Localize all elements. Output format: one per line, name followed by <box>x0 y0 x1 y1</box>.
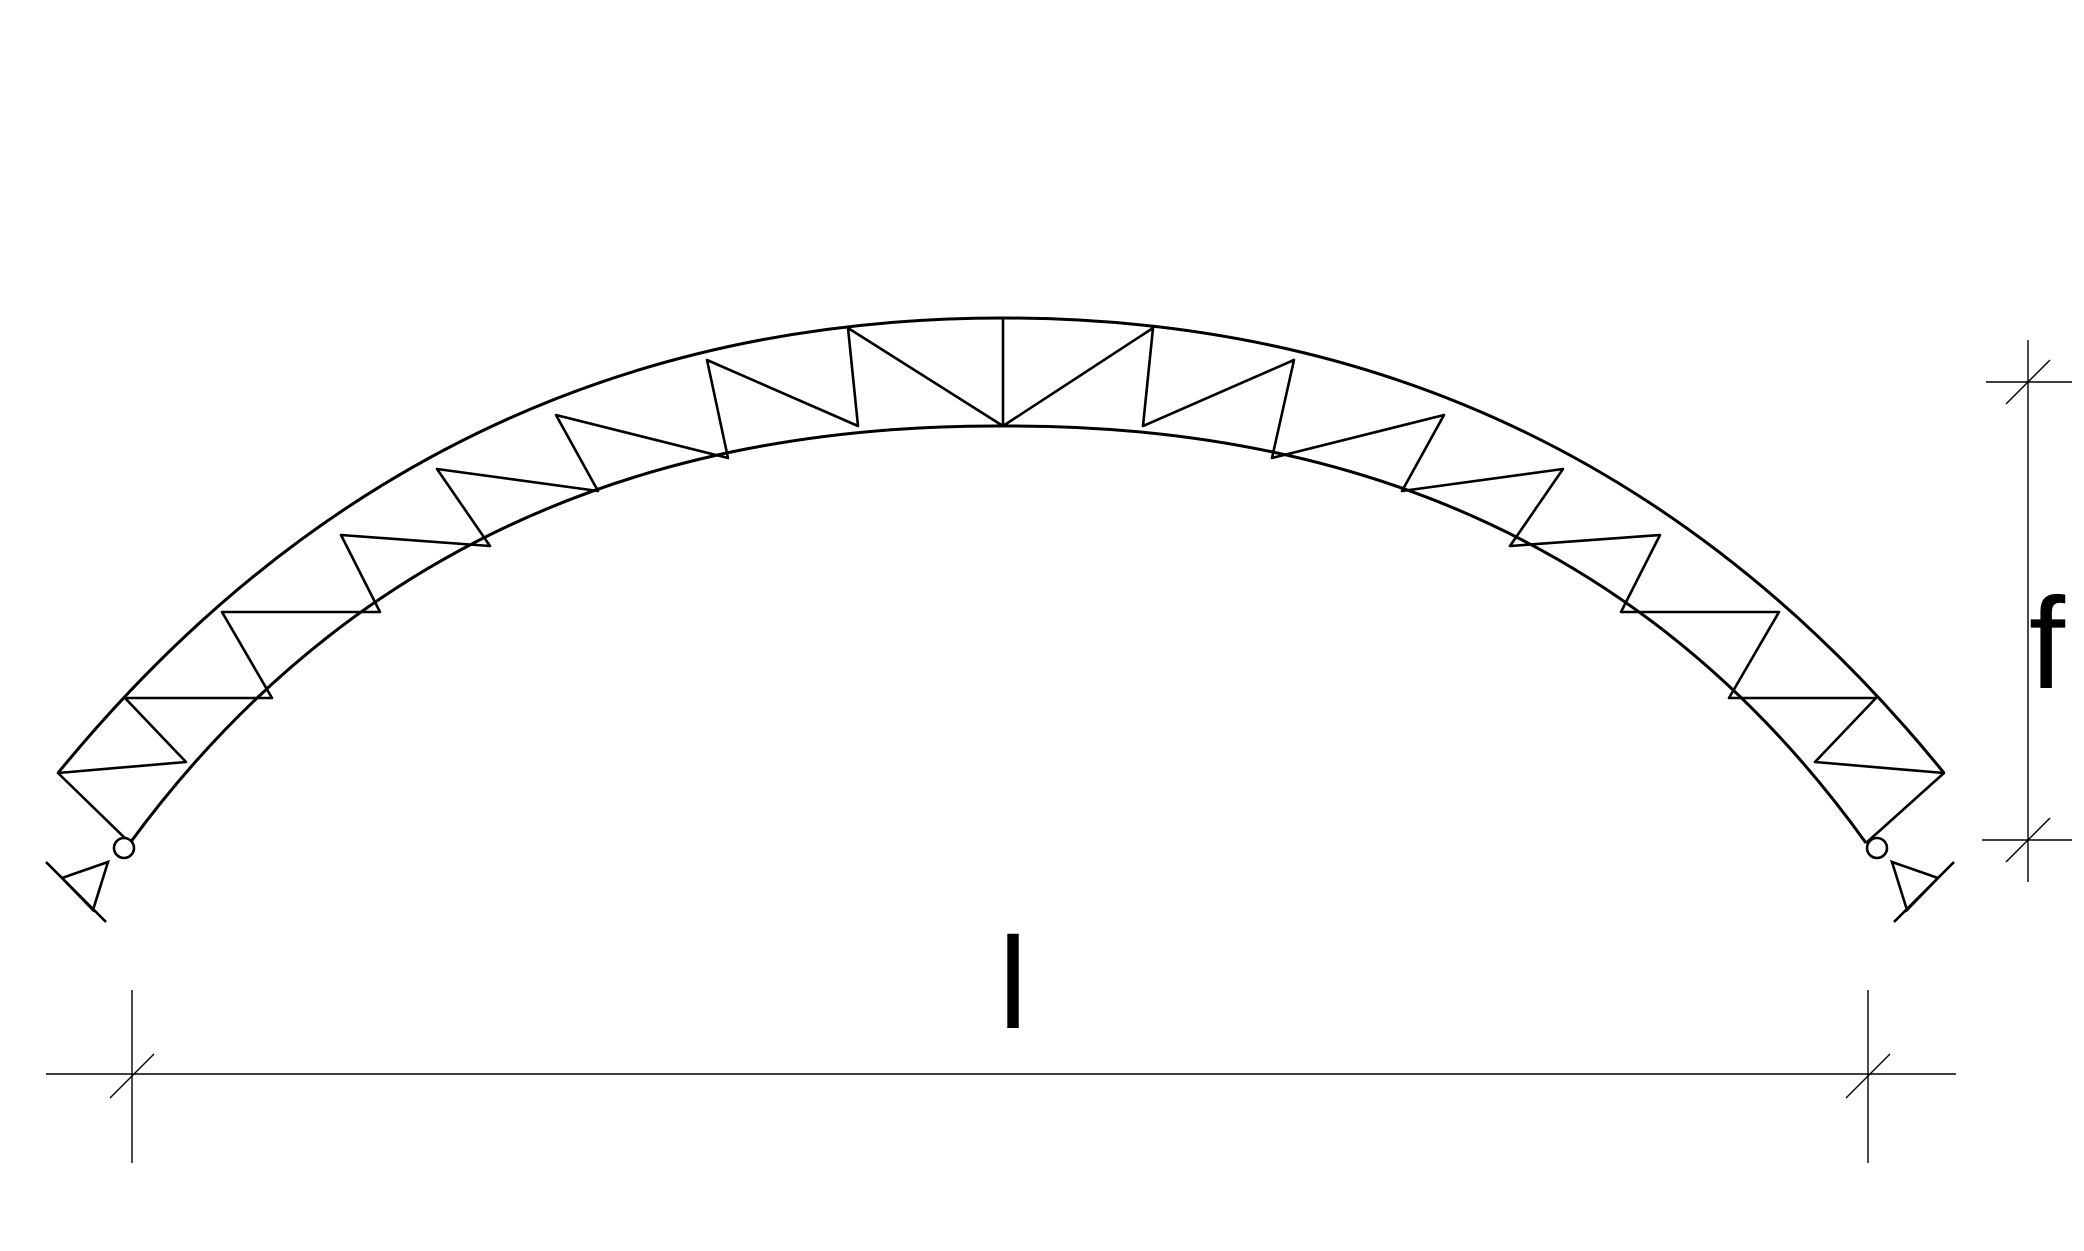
left-pin-support <box>45 836 136 923</box>
rise-dimension: f <box>1982 340 2072 882</box>
web-members <box>56 316 1946 844</box>
left-hinge <box>112 836 136 860</box>
bottom-chord <box>128 424 1868 844</box>
right-pin-support <box>1865 836 1955 923</box>
span-dimension: l <box>46 910 1956 1163</box>
right-hinge <box>1865 836 1889 860</box>
rise-label: f <box>2029 570 2066 716</box>
top-chord <box>56 316 1946 774</box>
span-label: l <box>999 910 1028 1056</box>
